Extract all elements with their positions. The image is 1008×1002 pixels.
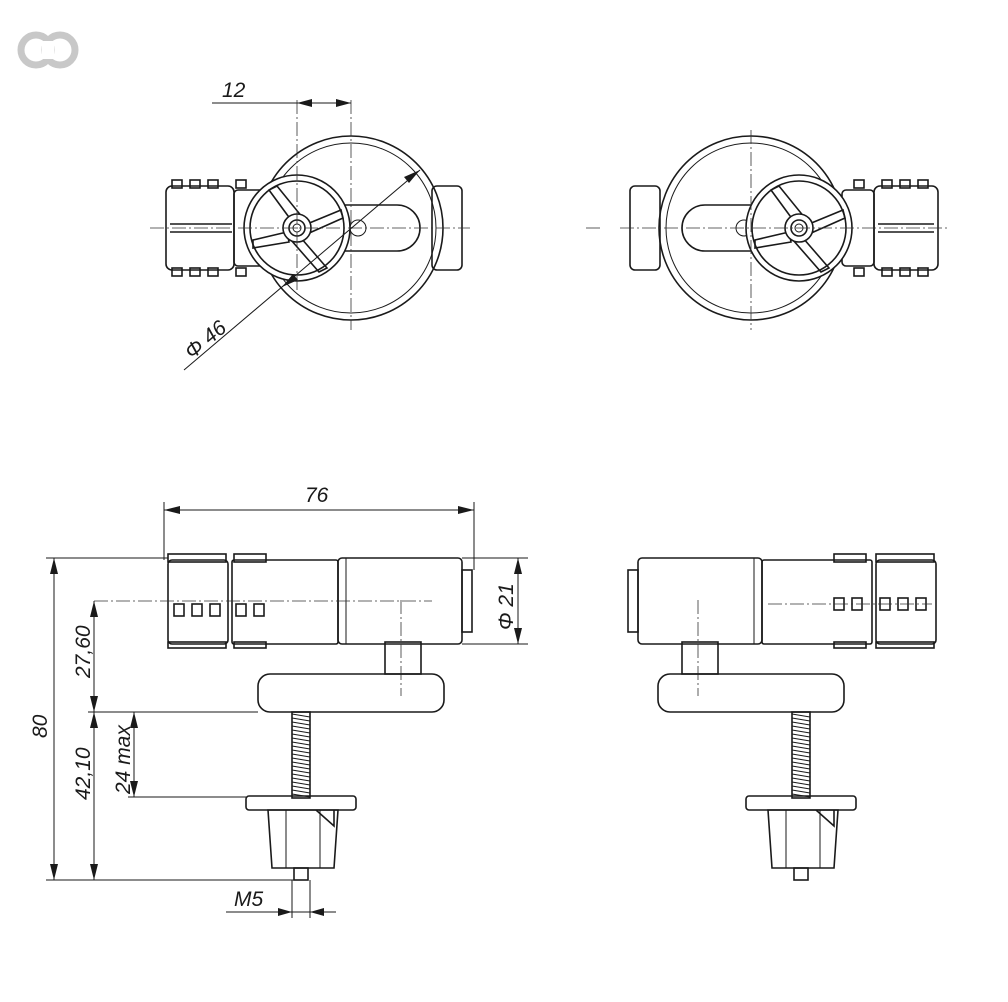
thread-line	[791, 785, 811, 790]
thread-line	[791, 753, 811, 758]
thread-line	[791, 737, 811, 742]
thread-line	[791, 781, 811, 786]
thread-line	[291, 717, 311, 722]
dim-total-height: 80	[29, 714, 52, 738]
thread-line	[291, 729, 311, 734]
thread-line	[791, 749, 811, 754]
thread-line	[291, 741, 311, 746]
thread-line	[791, 777, 811, 782]
thread-line	[791, 725, 811, 730]
thread-line	[291, 721, 311, 726]
thread-line	[291, 757, 311, 762]
thread-lines-right	[791, 713, 811, 798]
thread-line	[791, 713, 811, 718]
thread-line	[291, 769, 311, 774]
dim-thread: M5	[234, 888, 263, 911]
thread-line	[291, 753, 311, 758]
dim-lower-height: 42,10	[72, 747, 95, 800]
thread-line	[791, 717, 811, 722]
sleeve-ribs-top	[171, 179, 247, 277]
thread-line	[791, 765, 811, 770]
sleeve-teeth-left	[173, 603, 265, 617]
thread-line	[791, 745, 811, 750]
thread-line	[291, 765, 311, 770]
thread-line	[791, 769, 811, 774]
thread-line	[791, 789, 811, 794]
thread-line	[291, 713, 311, 718]
thread-line	[291, 789, 311, 794]
thread-line	[291, 737, 311, 742]
thread-line	[791, 773, 811, 778]
thread-line	[791, 729, 811, 734]
top-right-view	[586, 130, 950, 330]
dim-top-offset: 12	[222, 79, 246, 102]
dim-diameter-large: Φ 46	[180, 316, 231, 364]
thread-line	[291, 749, 311, 754]
thread-line	[791, 761, 811, 766]
thread-line	[291, 725, 311, 730]
sleeve-ribs-right	[853, 179, 929, 277]
thread-line	[291, 785, 311, 790]
dim-clamp-range: 24 max	[112, 724, 135, 795]
thread-line	[291, 745, 311, 750]
thread-line	[791, 733, 811, 738]
thread-line	[791, 721, 811, 726]
dim-upper-height: 27,60	[72, 625, 95, 679]
dim-diameter-small: Φ 21	[495, 583, 518, 630]
dim-overall-length: 76	[305, 484, 329, 507]
thread-line	[291, 761, 311, 766]
thread-line	[291, 773, 311, 778]
bottom-left-view: 76 Φ 21 80 27,60 42,10 24 max	[29, 484, 528, 918]
thread-line	[291, 777, 311, 782]
chain-link-logo	[17, 31, 79, 69]
top-left-view: 12 Φ 46	[150, 79, 470, 371]
thread-line	[791, 757, 811, 762]
thread-line	[791, 741, 811, 746]
thread-line	[291, 733, 311, 738]
thread-line	[291, 781, 311, 786]
bottom-right-view	[627, 553, 937, 881]
thread-lines-left	[291, 713, 311, 798]
